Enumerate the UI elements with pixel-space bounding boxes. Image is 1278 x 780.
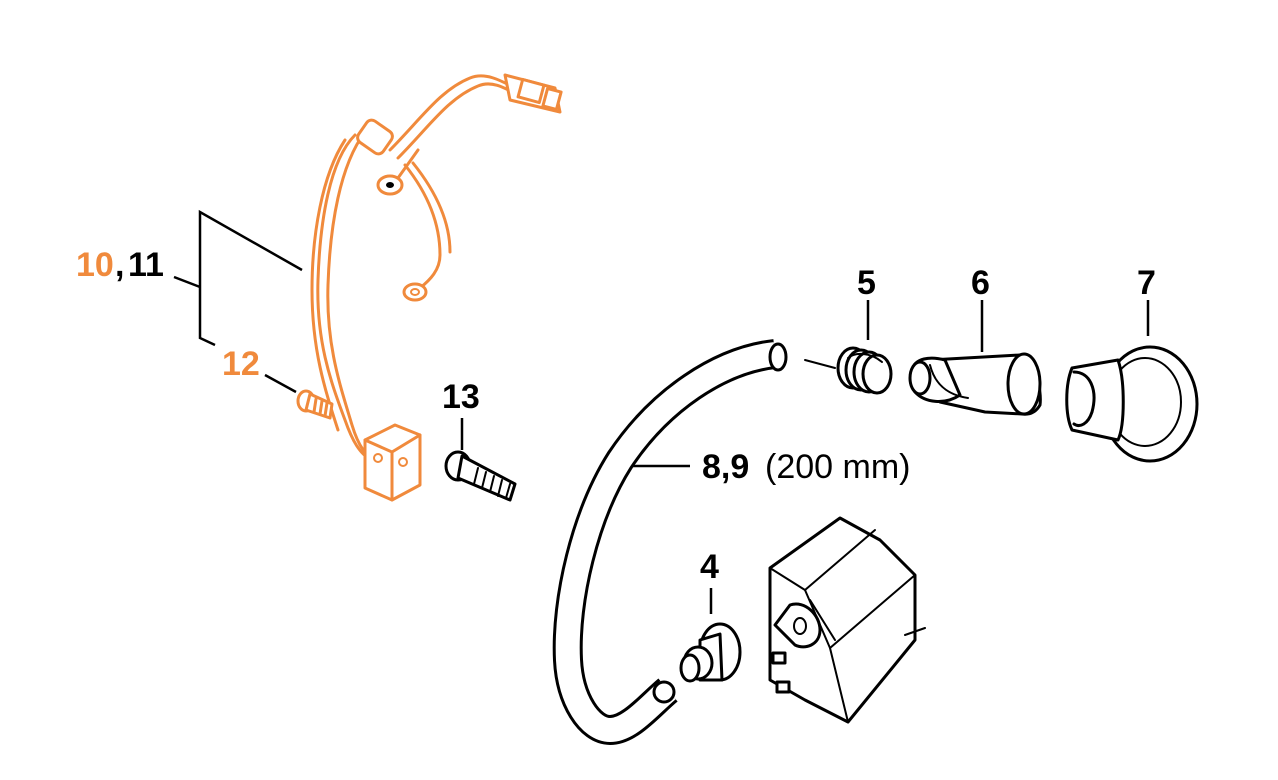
label-part-5: 5 xyxy=(857,264,876,302)
hose-part-8-9 xyxy=(552,339,788,746)
cap-part-7 xyxy=(1065,300,1199,463)
label-part-7: 7 xyxy=(1137,264,1156,302)
labels: 10 , 11 12 13 5 6 7 4 8,9 (200 mm) xyxy=(76,246,1156,586)
wiring-harness-part-10-11 xyxy=(310,73,563,502)
label-part-11: 11 xyxy=(128,246,164,284)
label-part-10: 10 xyxy=(76,246,114,284)
spring-part-5 xyxy=(804,300,893,395)
callout-bracket-10-11-12 xyxy=(173,209,303,394)
label-part-8-9-length: (200 mm) xyxy=(765,448,910,486)
valve-block-unlabeled xyxy=(768,516,926,724)
label-part-6: 6 xyxy=(971,264,990,302)
fitting-part-4 xyxy=(679,588,742,683)
bolt-part-13 xyxy=(444,418,517,502)
label-part-12: 12 xyxy=(222,345,260,383)
label-part-4: 4 xyxy=(700,548,719,586)
label-comma: , xyxy=(115,246,124,284)
label-part-8-9: 8,9 xyxy=(702,448,749,486)
plunger-part-6 xyxy=(908,300,1042,416)
label-part-13: 13 xyxy=(442,378,480,416)
screw-part-12 xyxy=(296,389,334,420)
